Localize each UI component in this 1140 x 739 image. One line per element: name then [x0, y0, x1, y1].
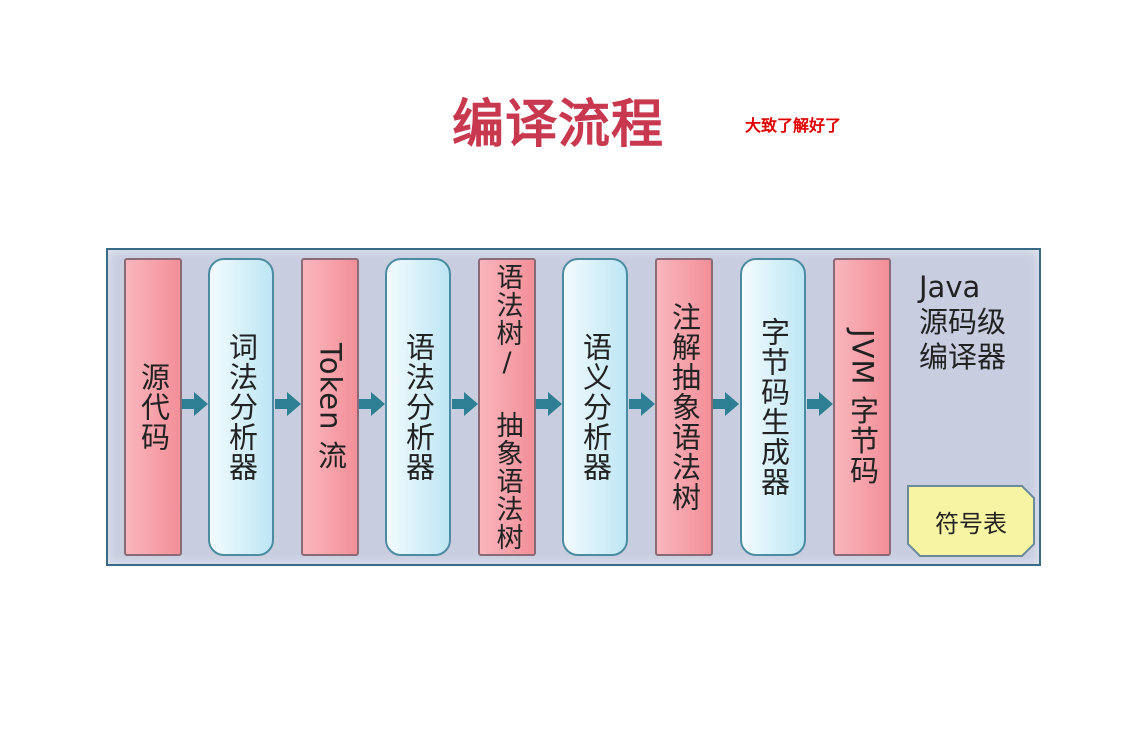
- symbol-table-shape: [907, 485, 1035, 557]
- stage-label: 语义分析器: [578, 332, 613, 482]
- annotation-note: 大致了解好了: [745, 116, 842, 135]
- stage-syntax-tree: 语法树/ 抽象语法树: [478, 258, 536, 556]
- stage-label: Token 流: [313, 343, 348, 471]
- stage-lexer: 词法分析器: [208, 258, 274, 556]
- stage-annotated-ast: 注解抽象语法树: [655, 258, 713, 556]
- arrow-right-icon: [182, 392, 208, 416]
- compiler-label-line: Java: [919, 270, 981, 304]
- arrow-right-icon: [359, 392, 385, 416]
- arrow-right-icon: [536, 392, 562, 416]
- stage-label: 源代码: [136, 362, 171, 452]
- stage-label: 字节码生成器: [756, 317, 791, 497]
- stage-label: 语法树/ 抽象语法树: [491, 263, 523, 551]
- arrow-right-icon: [629, 392, 655, 416]
- stage-token-stream: Token 流: [301, 258, 359, 556]
- compiler-label-line: 编译器: [919, 339, 1007, 374]
- stage-label: 语法分析器: [401, 332, 436, 482]
- stage-parser: 语法分析器: [385, 258, 451, 556]
- page-title: 编译流程: [452, 95, 665, 155]
- arrow-right-icon: [452, 392, 478, 416]
- symbol-table-label: 符号表: [935, 509, 1007, 538]
- stage-label: JVM 字节码: [845, 328, 880, 486]
- stage-bytecode-generator: 字节码生成器: [740, 258, 806, 556]
- stage-label: 注解抽象语法树: [667, 302, 702, 512]
- arrow-right-icon: [807, 392, 833, 416]
- compiler-label: Java 源码级 编译器: [919, 270, 1006, 374]
- stage-source-code: 源代码: [124, 258, 182, 556]
- symbol-table: 符号表: [907, 485, 1035, 557]
- stage-semantic-analyzer: 语义分析器: [562, 258, 628, 556]
- stage-jvm-bytecode: JVM 字节码: [833, 258, 891, 556]
- compiler-label-line: 源码级: [919, 304, 1007, 339]
- stage-label: 词法分析器: [224, 332, 259, 482]
- arrow-right-icon: [275, 392, 301, 416]
- arrow-right-icon: [713, 392, 739, 416]
